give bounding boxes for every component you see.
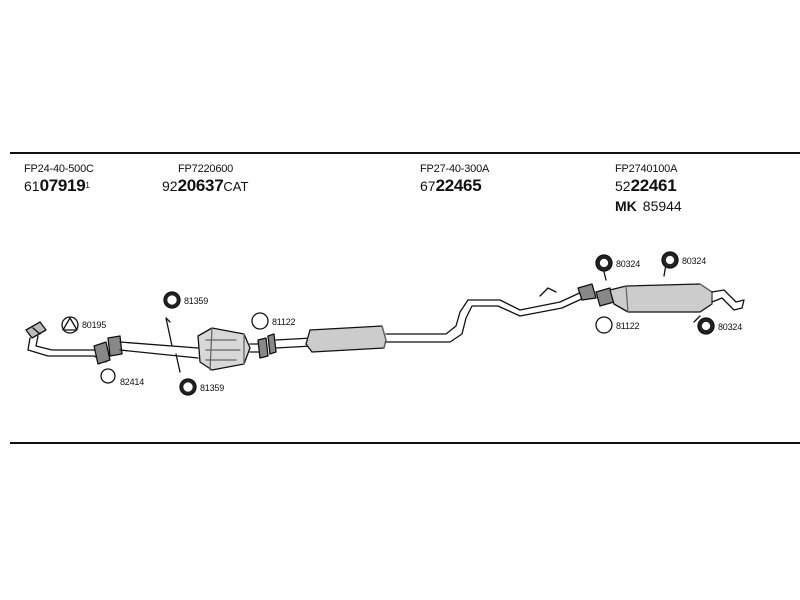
callout-label: 81122: [616, 321, 640, 331]
callout-80324-bottom-icon: [697, 317, 715, 335]
catalytic-converter: [107, 317, 269, 373]
part-code: FP7220600: [178, 163, 234, 175]
part-number: 61079191: [24, 176, 90, 195]
callout-80324-right-icon: [661, 251, 679, 269]
part-code: FP27-40-300A: [420, 163, 490, 175]
front-pipe: [25, 321, 111, 365]
part-middle-silencer: FP27-40-300A 6722465: [420, 162, 489, 197]
part-number: 6722465: [420, 176, 482, 195]
callout-81122-right-icon: [595, 316, 613, 334]
rear-silencer: [595, 263, 745, 323]
callout-80195-icon: [61, 316, 79, 334]
callout-81359-bottom-icon: [179, 378, 197, 396]
part-number: 9220637CAT: [162, 176, 249, 195]
callout-81359-top-icon: [163, 291, 181, 309]
callout-label: 82414: [120, 377, 145, 387]
callout-label: 80324: [718, 322, 743, 332]
top-rule: [10, 152, 800, 154]
callout-80324-left-icon: [595, 254, 613, 272]
callout-label: 81359: [184, 296, 209, 306]
callout-label: 81359: [200, 383, 225, 393]
bottom-rule: [10, 442, 800, 444]
callout-81122-left-icon: [251, 312, 269, 330]
part-catalytic-converter: FP7220600 9220637CAT: [162, 162, 248, 197]
part-number: 5222461: [615, 176, 677, 195]
callout-label: 80195: [82, 320, 107, 330]
part-code: FP2740100A: [615, 163, 678, 175]
callout-label: 80324: [616, 259, 641, 269]
callout-label: 81122: [272, 317, 296, 327]
part-code: FP24-40-500C: [24, 163, 94, 175]
middle-silencer: [267, 283, 597, 355]
callout-82414-icon: [100, 368, 116, 384]
part-front-pipe: FP24-40-500C 61079191: [24, 162, 94, 197]
callout-label: 80324: [682, 256, 707, 266]
